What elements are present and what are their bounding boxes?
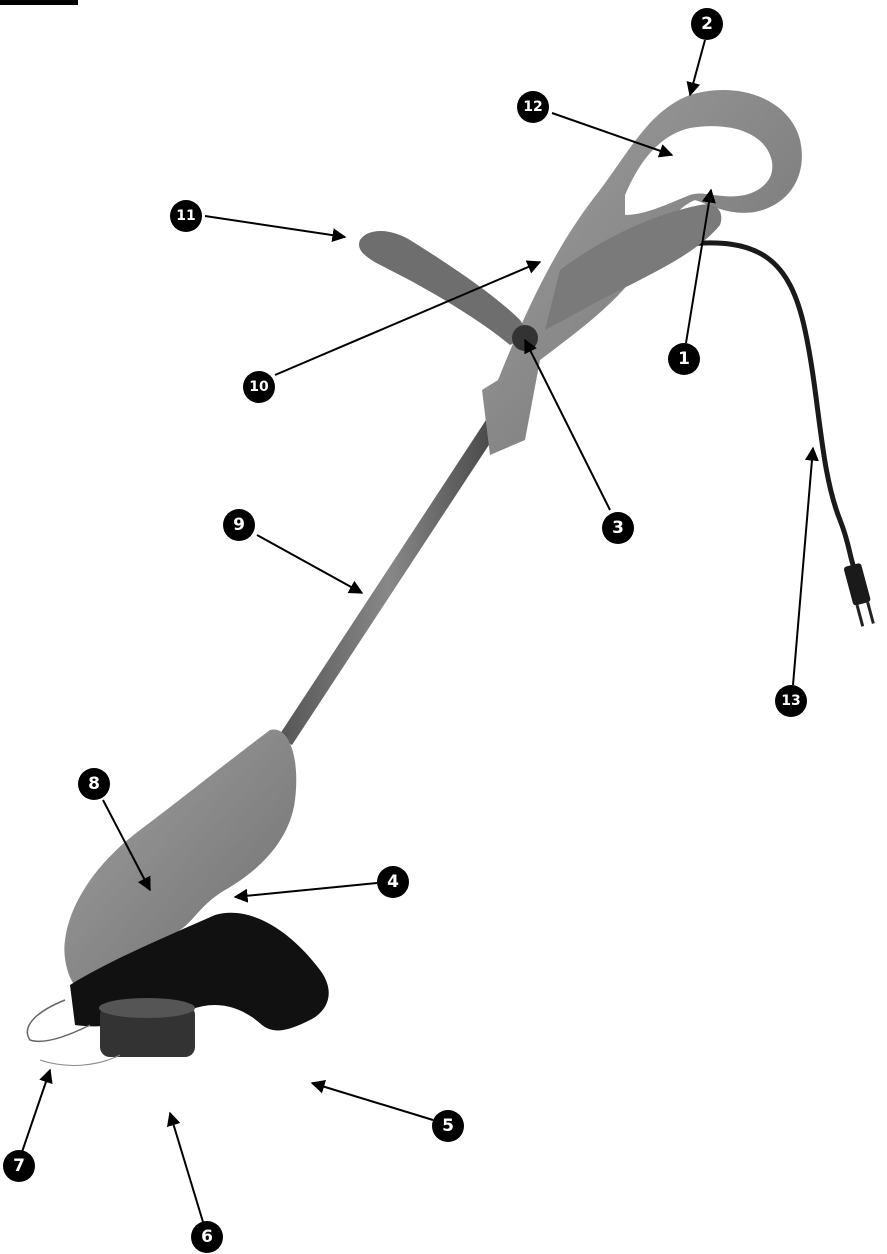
callout-2: 2 bbox=[691, 8, 723, 40]
callout-label: 9 bbox=[233, 515, 245, 535]
callout-9: 9 bbox=[223, 509, 255, 541]
callout-label: 11 bbox=[176, 208, 195, 224]
handle-adjust-knob bbox=[512, 325, 538, 351]
callout-label: 7 bbox=[13, 1156, 25, 1176]
callout-11: 11 bbox=[170, 200, 202, 232]
callout-13: 13 bbox=[775, 685, 807, 717]
callout-label: 3 bbox=[612, 518, 624, 538]
spool-top bbox=[99, 998, 195, 1018]
callout-7: 7 bbox=[3, 1150, 35, 1182]
callout-label: 5 bbox=[442, 1116, 454, 1136]
callout-4: 4 bbox=[377, 866, 409, 898]
callout-12: 12 bbox=[517, 91, 549, 123]
callout-label: 1 bbox=[678, 349, 690, 369]
callout-label: 12 bbox=[523, 99, 542, 115]
callout-10: 10 bbox=[243, 371, 275, 403]
callout-5: 5 bbox=[432, 1110, 464, 1142]
callout-label: 4 bbox=[387, 872, 399, 892]
callout-label: 10 bbox=[249, 379, 269, 395]
power-cord bbox=[680, 243, 855, 570]
callout-label: 2 bbox=[701, 14, 713, 34]
callout-label: 8 bbox=[88, 774, 100, 794]
power-plug bbox=[843, 563, 876, 628]
callout-8: 8 bbox=[78, 768, 110, 800]
shaft bbox=[278, 420, 500, 745]
callout-label: 13 bbox=[781, 693, 800, 709]
callout-label: 6 bbox=[201, 1227, 213, 1247]
callout-6: 6 bbox=[191, 1221, 223, 1253]
callout-3: 3 bbox=[602, 512, 634, 544]
callout-1: 1 bbox=[668, 343, 700, 375]
